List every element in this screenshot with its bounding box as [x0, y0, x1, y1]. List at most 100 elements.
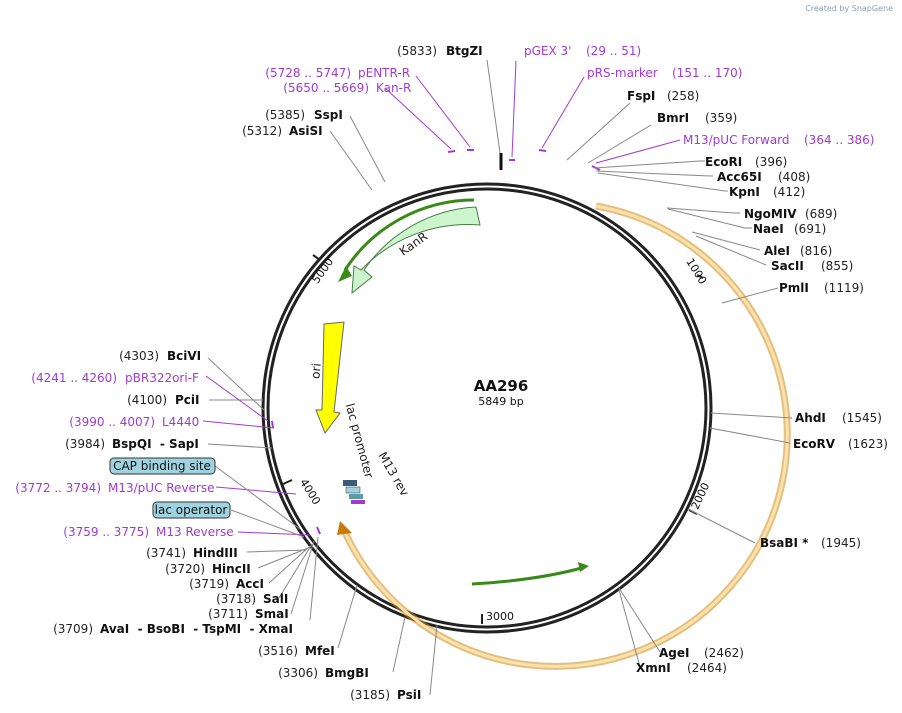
site-name-sali[interactable]: SalI: [263, 592, 288, 606]
snapgene-watermark: Created by SnapGene: [805, 4, 893, 13]
site-pos-agei: (2462): [704, 646, 744, 660]
primer-range-m13pucrev: (3772 .. 3794): [15, 481, 101, 495]
site-name-bsabi[interactable]: BsaBI *: [760, 536, 809, 550]
site-name-ecori[interactable]: EcoRI: [705, 155, 742, 169]
site-name-pmli[interactable]: PmlI: [779, 281, 809, 295]
site-name-sspi[interactable]: SspI: [314, 108, 343, 122]
primer-name-m13puc[interactable]: M13/pUC Forward: [683, 133, 790, 147]
site-name-bspqi-sapi[interactable]: BspQI - SapI: [112, 437, 199, 451]
green-orf-arrow: [471, 565, 586, 586]
site-name-bmri[interactable]: BmrI: [657, 111, 689, 125]
site-name-agei[interactable]: AgeI: [659, 646, 689, 660]
orf-arrowhead: [337, 521, 352, 535]
primer-name-pentr[interactable]: pENTR-R: [358, 66, 410, 80]
site-pos-hincii: (3720): [165, 562, 205, 576]
site-name-acci[interactable]: AccI: [236, 577, 264, 591]
site-pos-kpni: (412): [773, 185, 805, 199]
site-pos-sspi: (5385): [265, 108, 305, 122]
site-name-ngomiv[interactable]: NgoMIV: [744, 207, 797, 221]
tick-mark-4000: [282, 479, 293, 485]
plasmid-name: AA296: [474, 377, 529, 395]
site-name-asisi[interactable]: AsiSI: [289, 124, 323, 138]
site-pos-avai: (3709): [53, 622, 93, 636]
primer-range-l4440: (3990 .. 4007): [69, 415, 155, 429]
lac-promoter-block: [349, 494, 363, 499]
lac-operator-box[interactable]: [152, 501, 231, 519]
site-name-kpni[interactable]: KpnI: [729, 185, 760, 199]
site-name-bmgbi[interactable]: BmgBI: [325, 666, 369, 680]
site-pos-bcivi: (4303): [119, 349, 159, 363]
cap-binding-box[interactable]: [109, 457, 216, 475]
site-name-bcivi[interactable]: BciVI: [167, 349, 201, 363]
primer-name-m13rev[interactable]: M13 Reverse: [156, 525, 234, 539]
site-pos-asisi: (5312): [242, 124, 282, 138]
site-name-naei[interactable]: NaeI: [753, 222, 784, 236]
site-pos-ahdi: (1545): [842, 411, 882, 425]
site-name-psii[interactable]: PsiI: [397, 688, 421, 702]
site-name-pcii[interactable]: PciI: [175, 393, 200, 407]
site-name-ecorv[interactable]: EcoRV: [793, 437, 836, 451]
primer-range-pbr: (4241 .. 4260): [31, 371, 117, 385]
site-name-alei[interactable]: AleI: [764, 244, 790, 258]
m13-rev-feature-label: M13 rev: [375, 450, 411, 499]
site-pos-psii: (3185): [350, 688, 390, 702]
site-pos-alei: (816): [800, 244, 832, 258]
ori-feature-label: ori: [308, 363, 323, 380]
green-arrowhead: [578, 562, 589, 572]
site-pos-bsabi: (1945): [821, 536, 861, 550]
box-leader-lines: [214, 465, 305, 538]
site-pos-hindiii: (3741): [146, 546, 186, 560]
site-name-fspi[interactable]: FspI: [627, 89, 655, 103]
ori-feature[interactable]: [315, 321, 345, 435]
site-pos-sali: (3718): [216, 592, 256, 606]
site-name-smai[interactable]: SmaI: [255, 607, 289, 621]
site-pos-smai: (3711): [208, 607, 248, 621]
site-pos-sacii: (855): [821, 259, 853, 273]
site-name-xmni[interactable]: XmnI: [636, 661, 671, 675]
site-pos-acci: (3719): [189, 577, 229, 591]
site-pos-ecori: (396): [755, 155, 787, 169]
site-name-acc65i[interactable]: Acc65I: [717, 170, 762, 184]
m13-rev-block: [351, 500, 365, 504]
lac-promoter-label: lac promoter: [343, 402, 376, 480]
primer-name-pbr[interactable]: pBR322ori-F: [125, 371, 199, 385]
primer-name-kanr[interactable]: Kan-R: [376, 81, 411, 95]
site-name-btgzi[interactable]: BtgZI: [446, 44, 483, 58]
site-pos-bmgbi: (3306): [278, 666, 318, 680]
site-name-sacii[interactable]: SacII: [771, 259, 804, 273]
cap-site-block: [343, 480, 357, 486]
tick-label-5000: 5000: [309, 256, 336, 286]
kanr-outer-arrowhead: [338, 266, 352, 282]
site-pos-naei: (691): [794, 222, 826, 236]
orf-arc-inner: [341, 204, 789, 668]
site-name-mfei[interactable]: MfeI: [305, 644, 335, 658]
site-name-hindiii[interactable]: HindIII: [193, 546, 238, 560]
primer-range-kanr: (5650 .. 5669): [283, 81, 369, 95]
kanr-feature[interactable]: [351, 206, 481, 295]
tick-mark-5000: [312, 254, 321, 261]
site-pos-xmni: (2464): [687, 661, 727, 675]
site-pos-fspi: (258): [667, 89, 699, 103]
backbone-inner-ring: [266, 187, 708, 629]
site-pos-btgzi: (5833): [397, 44, 437, 58]
primer-name-prs[interactable]: pRS-marker: [587, 66, 658, 80]
primer-name-pgex3[interactable]: pGEX 3': [524, 44, 571, 58]
plasmid-size: 5849 bp: [478, 395, 523, 408]
site-pos-ngomiv: (689): [805, 207, 837, 221]
site-pos-acc65i: (408): [778, 170, 810, 184]
backbone-outer-ring: [261, 182, 713, 634]
tick-label-4000: 4000: [297, 477, 323, 508]
site-name-hincii[interactable]: HincII: [212, 562, 251, 576]
primer-name-m13pucrev[interactable]: M13/pUC Reverse: [108, 481, 215, 495]
lac-operator-label: lac operator: [155, 503, 228, 517]
primer-range-pgex3: (29 .. 51): [586, 44, 641, 58]
site-name-ahdi[interactable]: AhdI: [795, 411, 826, 425]
primer-leader-lines: [202, 60, 681, 536]
primer-name-l4440[interactable]: L4440: [162, 415, 199, 429]
tick-mark-1000: [696, 274, 704, 279]
primer-marks: [271, 149, 601, 535]
primer-range-m13puc: (364 .. 386): [804, 133, 874, 147]
site-name-avai-group[interactable]: AvaI - BsoBI - TspMI - XmaI: [100, 622, 293, 636]
